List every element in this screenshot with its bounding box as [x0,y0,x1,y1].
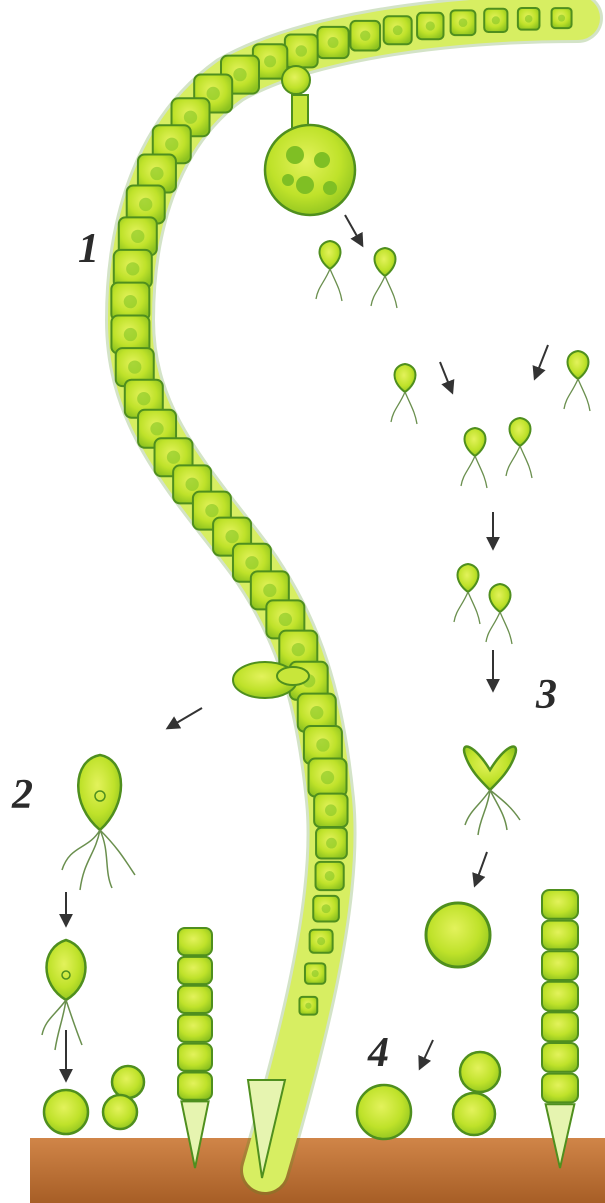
chloroplast [233,68,246,81]
stage-label-1: 1 [78,226,99,272]
young-filament-cell [542,1012,578,1041]
chloroplast [184,111,197,124]
young-filament-cell [542,890,578,919]
young-filament-right [542,890,578,1168]
arrow [420,1040,433,1068]
chloroplast [305,1003,311,1009]
small-spore [371,248,397,308]
chloroplast [492,16,500,24]
chloroplast [321,771,334,784]
chloroplast [426,21,435,30]
chloroplast [317,937,325,945]
chloroplast [393,25,403,35]
chloroplast [225,530,238,543]
arrow [535,345,548,378]
small-spore [506,418,532,478]
young-filament-cell [542,951,578,980]
small-spore [486,584,512,644]
young-filament-cell [178,928,212,955]
chloroplast [310,706,323,719]
chloroplast [360,31,370,41]
young-filament-left [178,928,212,1168]
arrow [475,852,487,885]
chloroplast [150,422,163,435]
chloroplast [205,504,218,517]
young-filament-cell [542,921,578,950]
chloroplast [165,138,178,151]
zoospore-large [62,755,135,890]
small-spore [454,564,480,624]
soil-substrate [30,1138,605,1203]
chloroplast [264,55,276,67]
chloroplast [322,904,331,913]
chloroplast [316,738,329,751]
chloroplast [185,478,198,491]
germling-cell [453,1093,495,1135]
chloroplast [167,451,180,464]
chloroplast [326,838,337,849]
young-filament-cell [542,1074,578,1103]
stage-label-3: 3 [535,672,557,718]
chloroplast [126,262,139,275]
germling-cell [357,1085,411,1139]
zoospore-settling [42,940,86,1050]
zoosporangium [265,66,355,215]
small-spore [461,428,487,488]
young-filament-cell [178,1073,212,1100]
germling-cell [112,1066,144,1098]
chloroplast [459,18,468,27]
germling-cell [103,1095,137,1129]
small-spore [564,351,590,411]
young-filament-cell [178,1015,212,1042]
chloroplast [328,37,339,48]
young-filament-cell [542,982,578,1011]
stage-label-2: 2 [11,772,33,818]
young-filament-cell [178,1044,212,1071]
chloroplast [325,871,335,881]
young-filament-cell [178,986,212,1013]
chloroplast [296,45,307,56]
germling-cell [460,1052,500,1092]
small-spore [316,241,342,301]
chloroplast [124,295,137,308]
chloroplast [245,556,258,569]
young-filament-cell [178,957,212,984]
chloroplast [131,230,144,243]
arrow [168,708,202,728]
zygote [426,903,490,967]
chloroplast [128,360,141,373]
chloroplast [279,613,292,626]
chloroplast [137,392,150,405]
arrow [440,362,452,392]
chloroplast [312,970,319,977]
germling-cell [44,1090,88,1134]
chloroplast [292,643,305,656]
chloroplast [124,328,137,341]
young-filament-cell [542,1043,578,1072]
chloroplast [150,167,163,180]
fused-gametes [464,747,520,835]
stage-label-4: 4 [367,1030,389,1076]
chloroplast [139,198,152,211]
chloroplast [207,87,220,100]
chloroplast [263,584,276,597]
arrow [345,215,362,245]
chloroplast [525,15,533,23]
chloroplast [558,15,565,22]
chloroplast [325,804,337,816]
small-spore [391,364,417,424]
